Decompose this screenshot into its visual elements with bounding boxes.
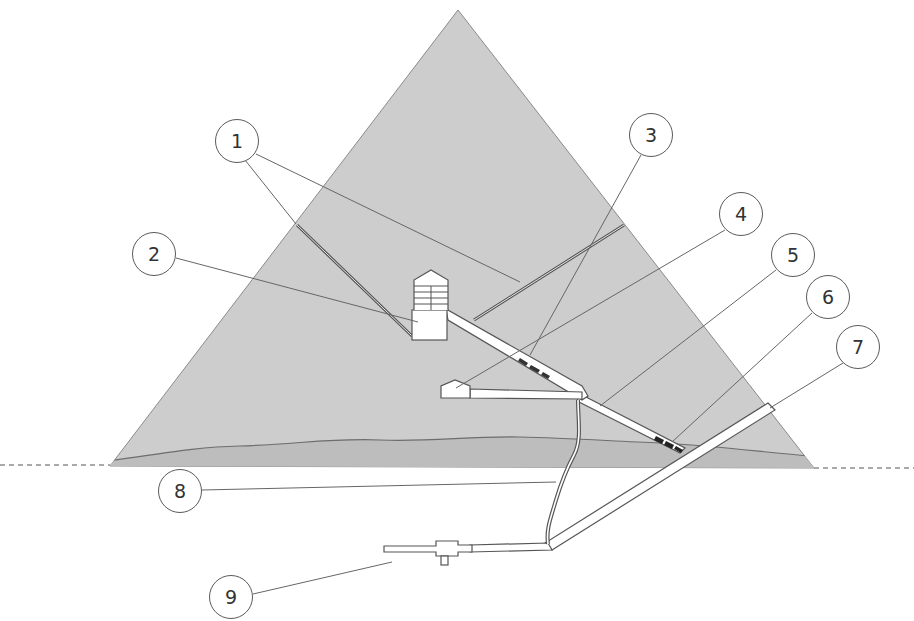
- relieving-chamber-floors: [414, 286, 448, 310]
- air-shaft: [474, 225, 624, 320]
- callout-number: 6: [822, 288, 834, 307]
- leader-lines: [176, 154, 843, 594]
- callout-circle: 6: [806, 275, 850, 319]
- callout-number: 4: [735, 205, 747, 224]
- callout-circle: 5: [771, 233, 815, 277]
- callout-number: 5: [787, 246, 799, 265]
- subterranean-chamber: [384, 541, 472, 556]
- ascending-passage: [577, 393, 685, 453]
- well-shaft: [547, 400, 579, 544]
- callout-number: 1: [231, 132, 243, 151]
- callout-circle: 7: [836, 325, 880, 369]
- granite-plugs: [654, 436, 683, 453]
- gallery-blocks: [518, 358, 550, 379]
- lower-passage: [470, 543, 552, 552]
- callout-number: 7: [852, 338, 864, 357]
- callout-number: 2: [148, 245, 160, 264]
- callout-circle: 4: [719, 192, 763, 236]
- kings-chamber: [412, 310, 447, 340]
- air-shaft: [297, 225, 412, 336]
- callout-circle: 9: [209, 575, 253, 619]
- callout-circle: 1: [215, 119, 259, 163]
- callout-number: 3: [645, 126, 657, 145]
- callout-circle: 8: [158, 469, 202, 513]
- callout-number: 9: [225, 588, 237, 607]
- queens-passage: [470, 389, 582, 399]
- well-shaft: [547, 400, 579, 544]
- air-shaft: [474, 225, 624, 320]
- ground-line: [814, 467, 914, 468]
- callout-number: 8: [174, 482, 186, 501]
- callout-circle: 2: [132, 232, 176, 276]
- callout-circle: 3: [629, 113, 673, 157]
- ground-line: [0, 464, 110, 465]
- chamber-pit: [441, 556, 448, 565]
- relieving-chambers: [414, 270, 448, 310]
- pyramid-body: [110, 10, 814, 468]
- air-shaft: [297, 225, 412, 336]
